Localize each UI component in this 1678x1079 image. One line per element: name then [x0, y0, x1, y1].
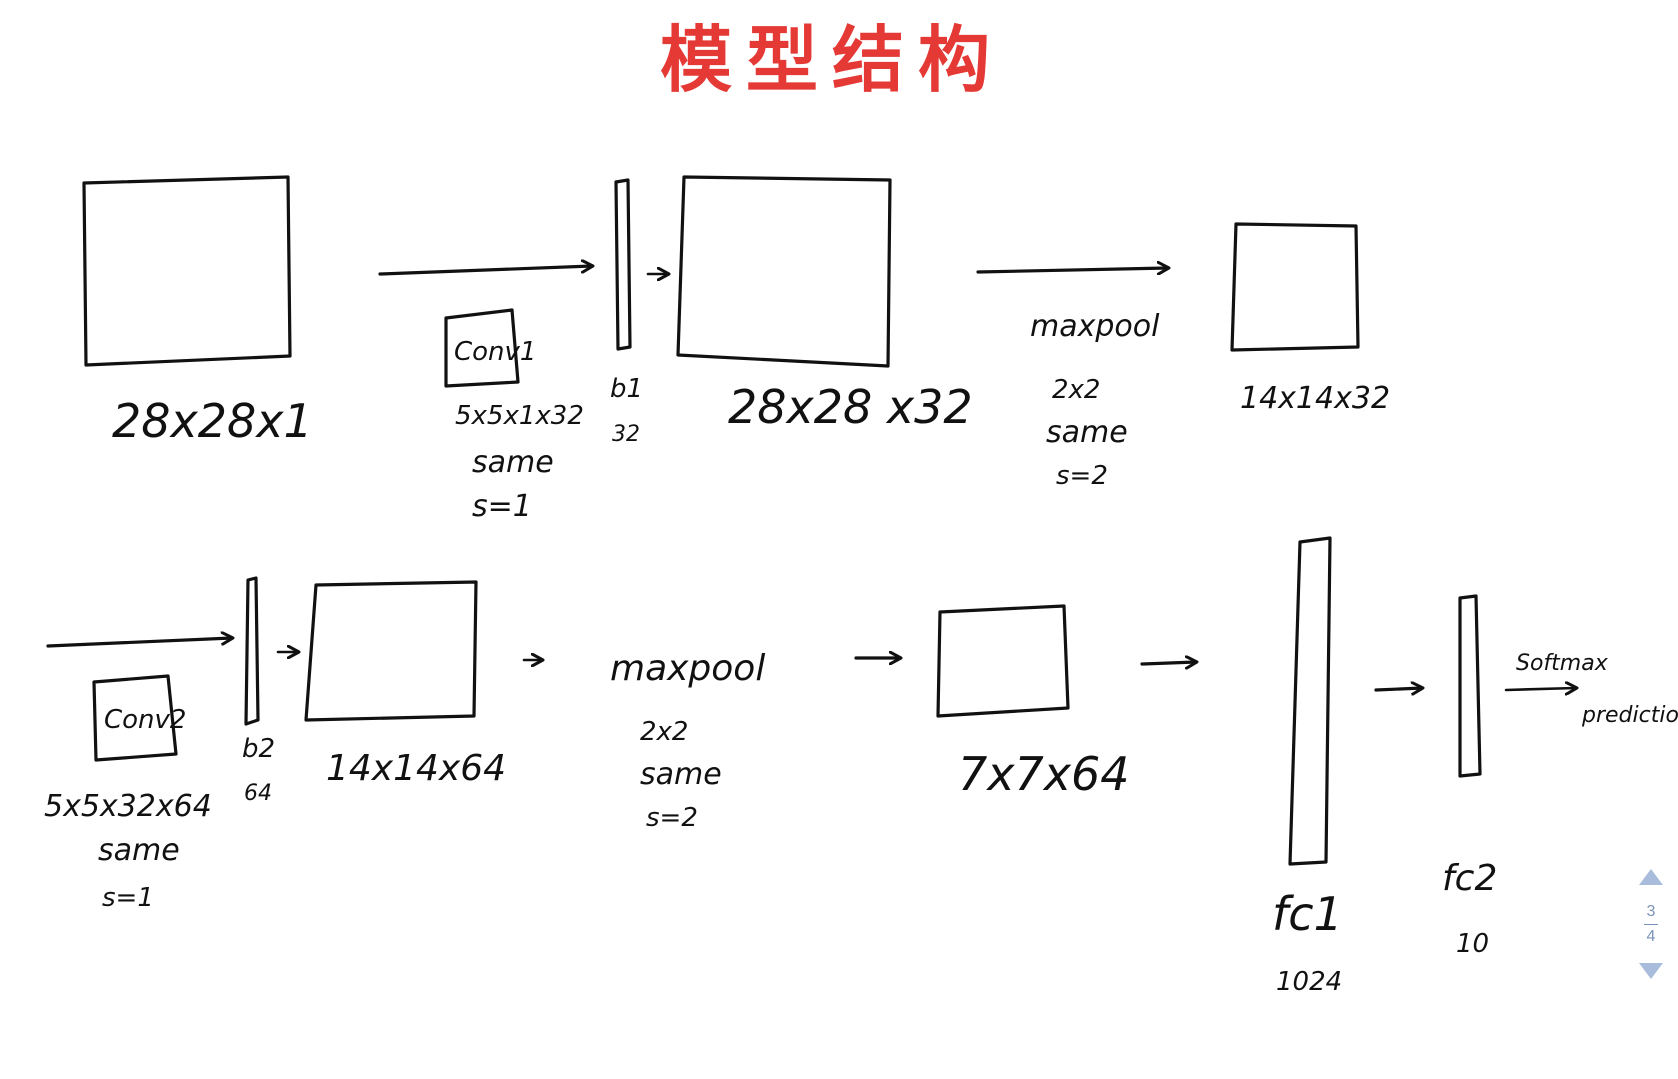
arrow-to-fc1	[1140, 662, 1196, 664]
fc2-label: fc2	[1442, 858, 1497, 899]
bias1-label: b1	[610, 374, 643, 404]
arrow-to-conv2	[46, 638, 232, 648]
triangle-down-icon[interactable]	[1639, 963, 1663, 979]
conv1-param-kernel: 5x5x1x32	[455, 401, 584, 431]
prediction-label: prediction	[1581, 703, 1678, 728]
pool2-label: maxpool	[610, 648, 765, 689]
conv2-param-stride: s=1	[102, 883, 154, 913]
fc1-size: 1024	[1276, 967, 1342, 997]
page-navigator: 3 4	[1636, 869, 1666, 979]
conv2-param-kernel: 5x5x32x64	[44, 789, 212, 824]
page-divider	[1644, 923, 1658, 925]
triangle-up-icon[interactable]	[1639, 869, 1663, 885]
conv1-kernel-box	[444, 308, 520, 388]
softmax-label: Softmax	[1516, 651, 1609, 676]
input-block	[82, 175, 292, 367]
pool1-param-stride: s=2	[1056, 461, 1108, 491]
bias2-size: 64	[244, 781, 272, 806]
arrow-to-fc2	[1374, 688, 1422, 690]
pool2-output-block	[936, 604, 1070, 718]
pool2-param-size: 2x2	[640, 717, 688, 747]
conv1-param-padding: same	[472, 445, 554, 480]
fc2-bar	[1458, 594, 1482, 778]
pool2-param-stride: s=2	[646, 803, 698, 833]
bias1-bar	[614, 178, 632, 351]
arrow-input-to-conv1	[378, 266, 592, 276]
total-pages-number: 4	[1646, 927, 1656, 945]
bias1-size: 32	[612, 422, 640, 447]
pool1-param-padding: same	[1046, 415, 1128, 450]
feature-map-1	[676, 175, 892, 368]
fc1-label: fc1	[1272, 887, 1343, 941]
pool1-output-label: 14x14x32	[1240, 381, 1390, 416]
pool2-output-label: 7x7x64	[958, 747, 1130, 801]
feature-map-2	[304, 580, 478, 722]
conv2-param-padding: same	[98, 833, 180, 868]
pool2-param-padding: same	[640, 757, 722, 792]
arrow-softmax	[1504, 688, 1576, 690]
input-label: 28x28x1	[112, 394, 313, 448]
bias2-bar	[244, 576, 260, 726]
arrow-maxpool1	[976, 268, 1168, 272]
diagram-title: 模型结构	[660, 17, 1004, 102]
conv2-kernel-box	[92, 674, 178, 762]
page-indicator: 3 4	[1644, 902, 1658, 947]
conv1-box-label: Conv1	[454, 337, 536, 367]
conv2-box-label: Conv2	[104, 705, 186, 735]
pool1-output-block	[1230, 222, 1360, 352]
bias2-label: b2	[242, 734, 275, 764]
fc2-size: 10	[1456, 929, 1489, 959]
feature2-label: 14x14x64	[326, 748, 506, 789]
pool1-label: maxpool	[1030, 309, 1160, 344]
conv1-param-stride: s=1	[472, 489, 532, 524]
pool1-param-size: 2x2	[1052, 375, 1100, 405]
feature1-label: 28x28 x32	[728, 380, 973, 434]
fc1-bar	[1288, 536, 1332, 866]
current-page-number: 3	[1646, 902, 1656, 920]
